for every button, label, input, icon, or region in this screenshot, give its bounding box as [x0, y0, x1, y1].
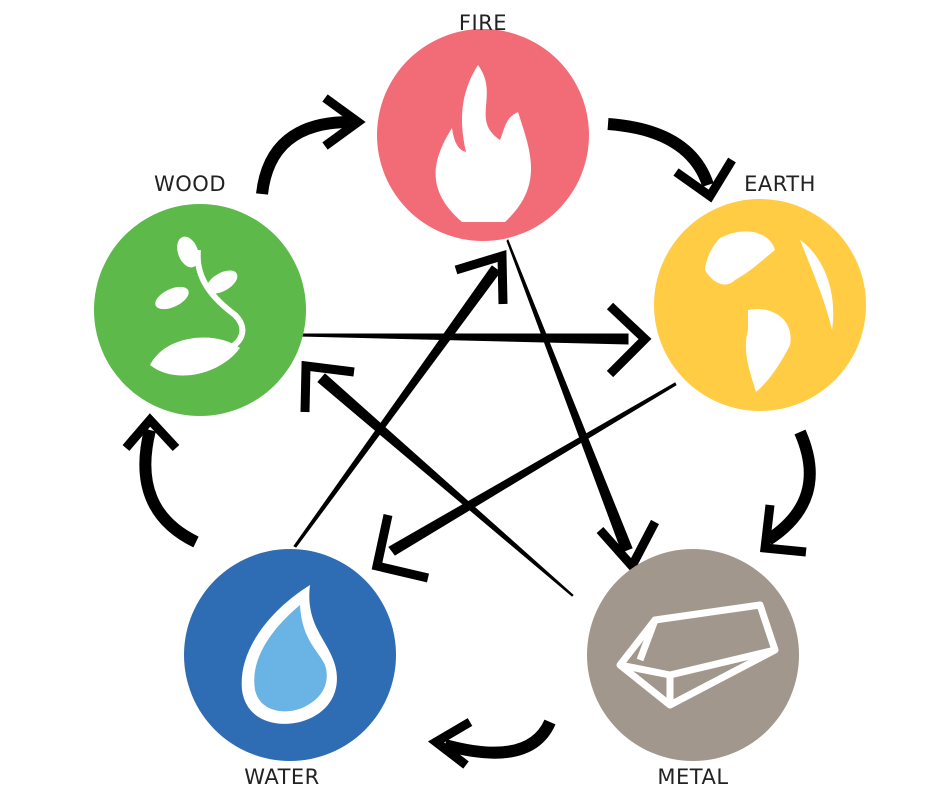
arrow-metal-to-wood: [300, 360, 574, 597]
label-metal: METAL: [657, 765, 728, 788]
element-earth: EARTH: [654, 172, 866, 411]
flame-icon: [435, 65, 532, 222]
metal-circle: [587, 549, 799, 761]
droplet-icon: [241, 585, 337, 724]
label-earth: EARTH: [744, 172, 816, 196]
arrow-wood-to-fire: [256, 94, 366, 195]
arrow-fire-to-metal: [506, 239, 659, 574]
label-water: WATER: [244, 765, 320, 788]
generating-arrows: [122, 94, 816, 769]
arrow-earth-to-water: [371, 382, 677, 583]
element-metal: METAL: [587, 549, 799, 788]
arrow-earth-to-metal: [760, 429, 816, 557]
element-wood: WOOD: [94, 172, 306, 416]
arrow-metal-to-water: [427, 718, 556, 769]
arrow-water-to-fire: [293, 249, 508, 548]
overcoming-arrows: [293, 239, 677, 597]
arrow-fire-to-earth: [607, 118, 736, 203]
globe-icon: [705, 231, 834, 392]
wood-circle: [94, 204, 306, 416]
label-fire: FIRE: [459, 11, 507, 35]
ingot-icon: [616, 601, 779, 709]
sprout-icon: [150, 236, 246, 376]
element-fire: FIRE: [377, 11, 589, 241]
label-wood: WOOD: [154, 172, 226, 196]
element-water: WATER: [184, 549, 396, 788]
arrow-wood-to-earth: [299, 302, 652, 378]
earth-circle: [654, 199, 866, 411]
arrow-water-to-wood: [122, 413, 199, 548]
